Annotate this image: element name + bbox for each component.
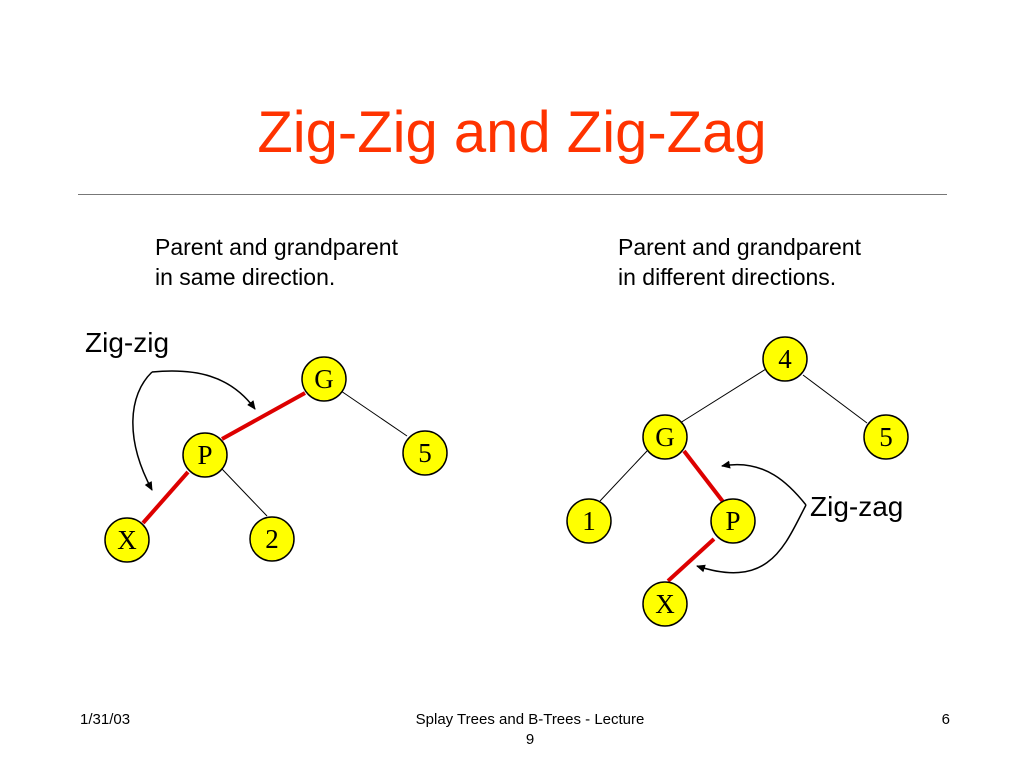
zigzig-node-5-label: 5 bbox=[418, 438, 432, 468]
slide-title: Zig-Zig and Zig-Zag bbox=[257, 100, 767, 165]
zigzag-node-x: X bbox=[642, 581, 688, 627]
zigzag-node-5: 5 bbox=[863, 414, 909, 460]
zigzag-arrow-to-px-edge bbox=[696, 504, 807, 574]
zigzig-node-x: X bbox=[104, 517, 150, 563]
zigzig-node-g: G bbox=[301, 356, 347, 402]
zigzig-label: Zig-zig bbox=[85, 327, 170, 358]
zigzag-edge-p-x bbox=[666, 537, 716, 583]
footer-date: 1/31/03 bbox=[80, 711, 131, 728]
zigzag-arrow-to-gp-edge bbox=[721, 460, 807, 506]
zigzig-node-p-label: P bbox=[197, 440, 212, 470]
zigzig-node-g-label: G bbox=[314, 364, 334, 394]
zigzig-arrow-to-px-edge bbox=[132, 371, 153, 491]
footer-lecture-line-1: Splay Trees and B-Trees - Lecture bbox=[415, 711, 645, 728]
zigzig-edge-g-5 bbox=[340, 390, 408, 437]
zigzag-edge-g-1 bbox=[599, 450, 648, 502]
footer-lecture-line-2: 9 bbox=[525, 731, 535, 748]
title-divider bbox=[78, 194, 947, 195]
zigzig-edge-p-2 bbox=[221, 468, 268, 517]
zigzig-node-2: 2 bbox=[249, 516, 295, 562]
zigzig-edge-g-p bbox=[221, 391, 306, 441]
zigzag-node-g: G bbox=[642, 414, 688, 460]
zigzag-edge-g-p bbox=[682, 449, 726, 505]
zigzag-node-g-label: G bbox=[655, 422, 675, 452]
zigzig-caption-line-2: in same direction. bbox=[155, 264, 336, 290]
zigzag-node-1-label: 1 bbox=[582, 506, 596, 536]
zigzag-node-x-label: X bbox=[655, 589, 675, 619]
zigzag-edge-4-g bbox=[679, 368, 767, 424]
zigzig-node-x-label: X bbox=[117, 525, 137, 555]
zigzag-edge-4-5 bbox=[802, 374, 868, 424]
zigzag-node-p-label: P bbox=[725, 506, 740, 536]
footer-page-number: 6 bbox=[941, 711, 950, 728]
zigzig-node-2-label: 2 bbox=[265, 524, 279, 554]
zigzig-node-5: 5 bbox=[402, 430, 448, 476]
zigzag-node-4: 4 bbox=[762, 336, 808, 382]
zigzag-node-4-label: 4 bbox=[778, 344, 792, 374]
zigzig-node-p: P bbox=[182, 432, 228, 478]
zigzag-node-5-label: 5 bbox=[879, 422, 893, 452]
zigzig-caption: Parent and grandparent in same direction… bbox=[155, 232, 398, 292]
zigzag-label: Zig-zag bbox=[810, 491, 904, 522]
zigzig-caption-line-1: Parent and grandparent bbox=[155, 234, 398, 260]
zigzig-arrow-to-gp-edge bbox=[151, 370, 256, 410]
zigzag-node-p: P bbox=[710, 498, 756, 544]
zigzag-node-1: 1 bbox=[566, 498, 612, 544]
zigzag-caption-line-1: Parent and grandparent bbox=[618, 234, 861, 260]
zigzag-caption-line-2: in different directions. bbox=[618, 264, 837, 290]
zigzig-edge-p-x bbox=[141, 470, 190, 525]
footer-lecture-title: Splay Trees and B-Trees - Lecture 9 bbox=[340, 710, 720, 750]
zigzag-caption: Parent and grandparent in different dire… bbox=[618, 232, 861, 292]
